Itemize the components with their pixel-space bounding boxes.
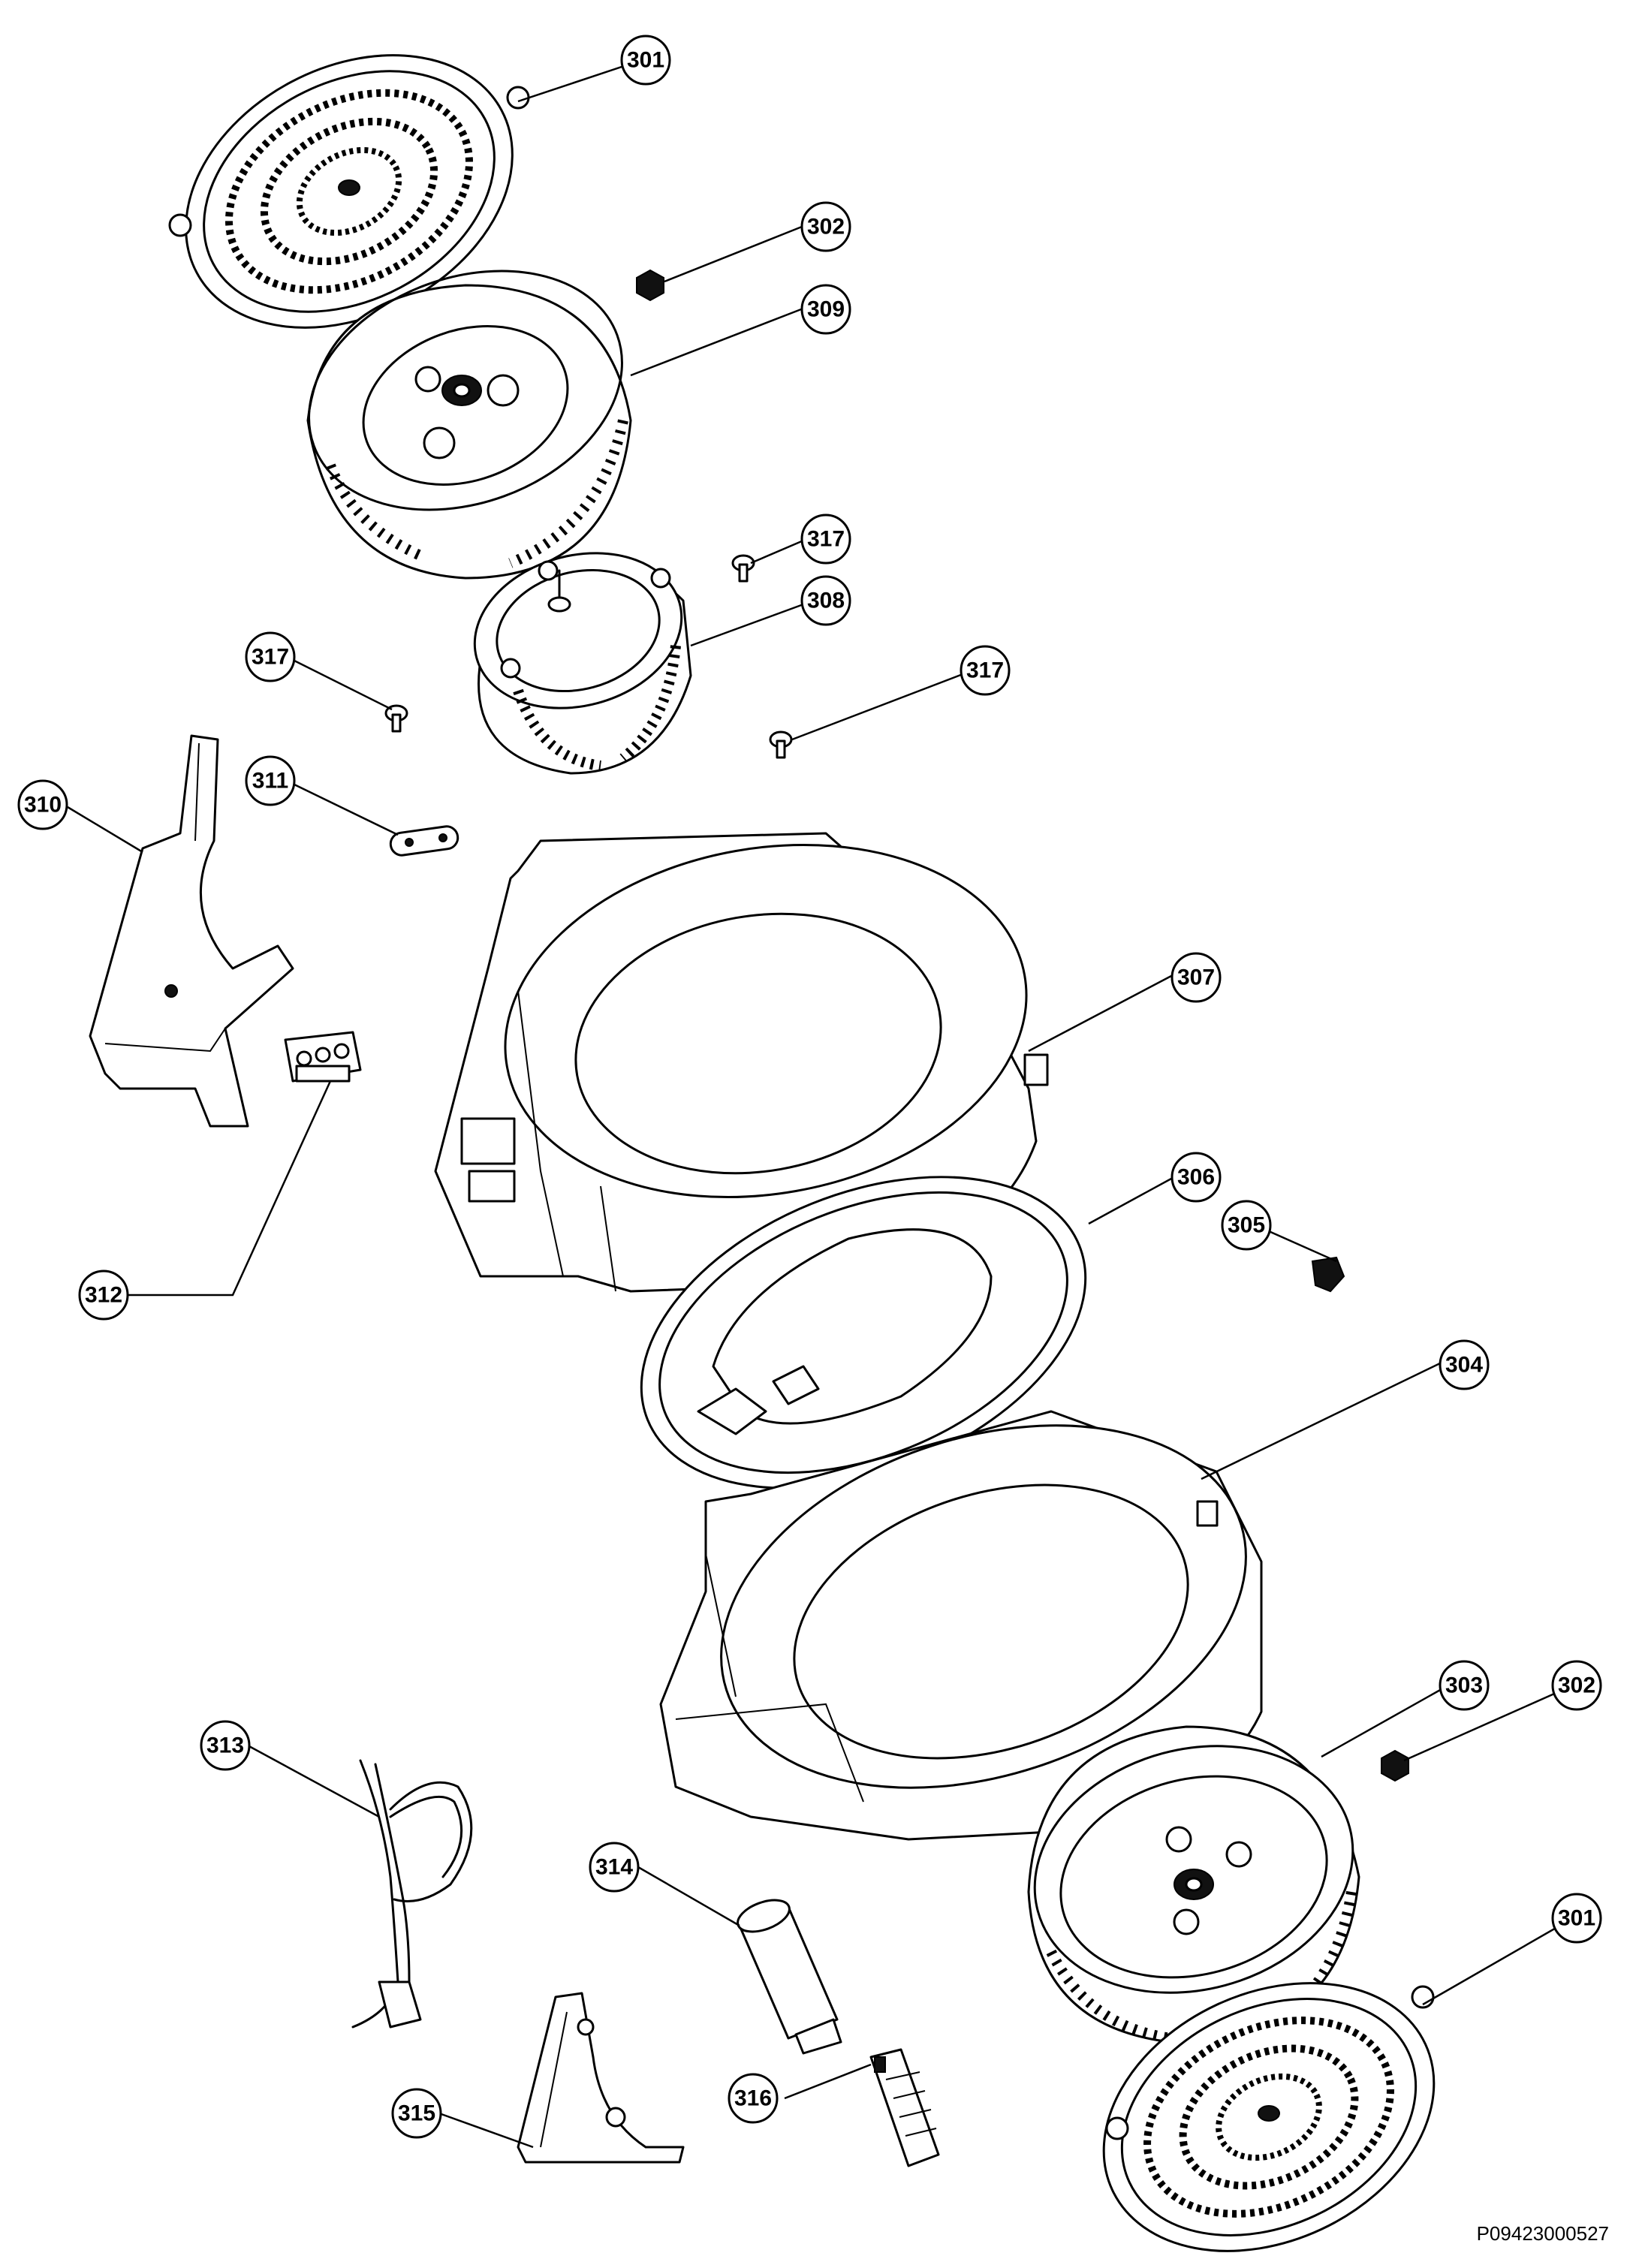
part-blower-wheel-bottom [1027, 1725, 1360, 2044]
part-grille-cover-top [168, 54, 530, 329]
leader-lines [67, 59, 1574, 2149]
callout-label: 307 [1177, 965, 1215, 990]
part-terminal-block [284, 1031, 362, 1083]
part-screw-b [384, 704, 408, 733]
callout-306: 306 [1170, 1152, 1222, 1203]
callout-label: 316 [734, 2086, 772, 2111]
callout-316: 316 [728, 2073, 779, 2124]
part-screw-a [731, 554, 755, 583]
part-support-bracket [517, 1992, 685, 2164]
callout-label: 306 [1177, 1165, 1215, 1190]
callout-label: 302 [1558, 1673, 1595, 1698]
callout-label: 317 [252, 645, 289, 670]
callout-310: 310 [17, 779, 68, 830]
part-grille-cover-bottom [1102, 1982, 1436, 2252]
callout-301-bottom: 301 [1551, 1893, 1602, 1944]
part-upper-housing [434, 832, 1049, 1293]
callout-301-top: 301 [620, 35, 671, 86]
callout-307: 307 [1170, 952, 1222, 1003]
callout-305: 305 [1221, 1200, 1272, 1251]
part-bracket [89, 734, 294, 1128]
callout-313: 313 [200, 1720, 251, 1771]
callout-label: 303 [1445, 1673, 1483, 1698]
callout-label: 301 [1558, 1906, 1595, 1931]
callout-label: 302 [807, 215, 845, 239]
callout-314: 314 [589, 1842, 640, 1893]
part-screw-c [769, 730, 793, 759]
callout-label: 317 [807, 527, 845, 552]
callout-312: 312 [78, 1270, 129, 1321]
callout-308: 308 [800, 575, 851, 626]
callout-label: 314 [595, 1855, 633, 1880]
callout-302-bottom: 302 [1551, 1660, 1602, 1711]
callout-309: 309 [800, 284, 851, 335]
part-terminal-strip [869, 2048, 940, 2167]
callout-317-a: 317 [800, 514, 851, 565]
callout-label: 311 [252, 769, 288, 794]
part-wiring-harness [351, 1759, 473, 2029]
part-nut-top [636, 269, 664, 302]
callout-302-top: 302 [800, 201, 851, 252]
part-motor [473, 552, 692, 775]
callout-317-c: 317 [960, 645, 1011, 696]
part-blower-wheel-top [306, 270, 632, 580]
callout-label: 312 [85, 1283, 122, 1308]
part-clip [1311, 1256, 1345, 1293]
drawing-number: P09423000527 [1476, 2222, 1609, 2245]
callout-317-b: 317 [245, 631, 296, 682]
callout-label: 315 [398, 2101, 435, 2126]
part-gasket-ring [640, 1176, 1087, 1489]
callout-label: 308 [807, 589, 845, 613]
callout-315: 315 [391, 2088, 442, 2139]
callout-label: 310 [24, 793, 62, 818]
callout-304: 304 [1439, 1339, 1490, 1390]
callout-label: 313 [206, 1733, 244, 1758]
callout-label: 304 [1445, 1353, 1483, 1378]
callout-label: 309 [807, 297, 845, 322]
callout-label: 305 [1228, 1213, 1265, 1238]
part-lower-housing [659, 1410, 1263, 1841]
part-nut-bottom [1381, 1749, 1409, 1782]
callout-303: 303 [1439, 1660, 1490, 1711]
part-capacitor [737, 1899, 842, 2055]
callout-label: 301 [627, 48, 664, 73]
callout-311: 311 [245, 755, 296, 806]
callout-label: 317 [966, 658, 1004, 683]
part-grommet [389, 825, 459, 857]
